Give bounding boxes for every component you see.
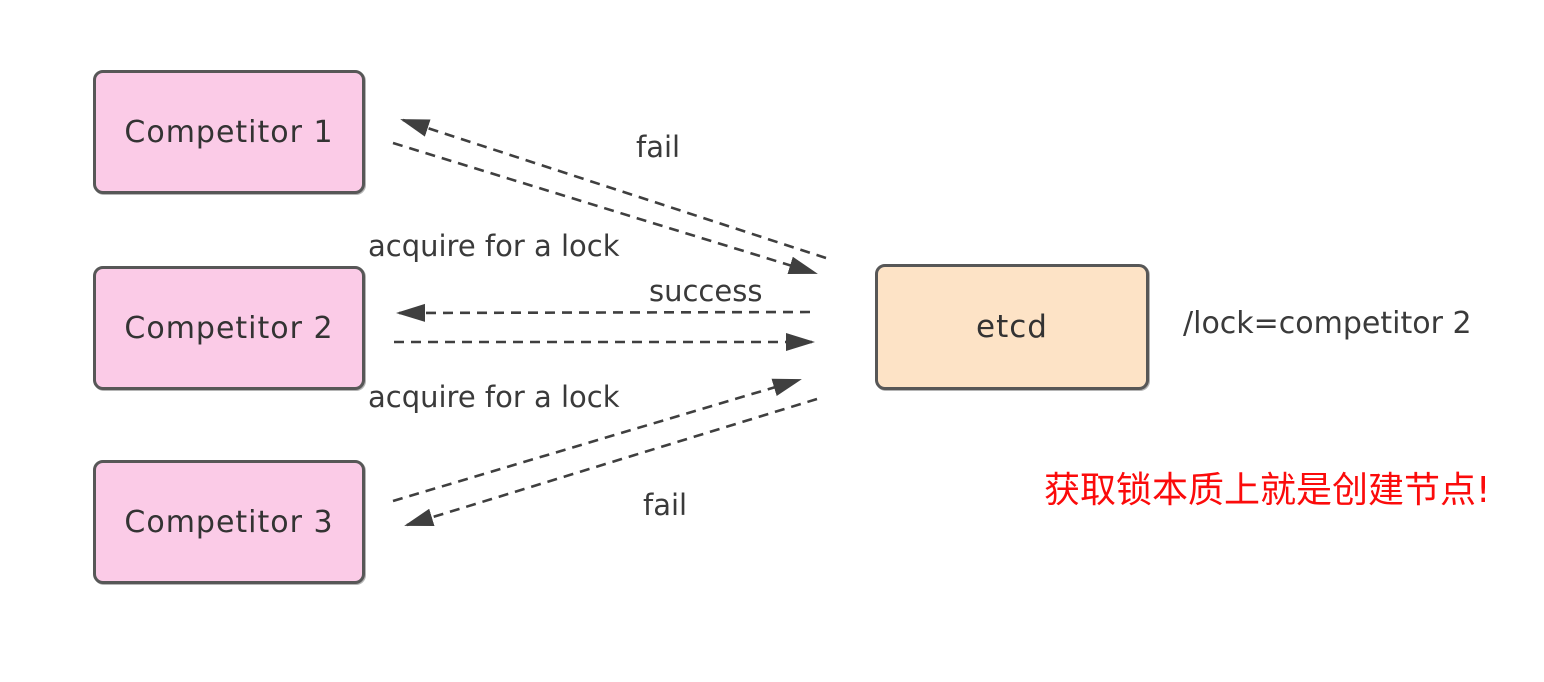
node-competitor2-label: Competitor 2 [124,310,334,346]
node-competitor2: Competitor 2 [93,266,365,390]
annotation-red-note: 获取锁本质上就是创建节点! [1044,470,1491,511]
arrow-success-to-competitor2 [396,303,811,322]
arrow-fail-to-competitor3 [404,397,818,527]
node-competitor3: Competitor 3 [93,460,365,584]
node-etcd-label: etcd [976,309,1048,345]
node-competitor1-label: Competitor 1 [124,114,334,150]
edge-label-success: success [649,274,763,308]
edge-label-acquire-top: acquire for a lock [368,229,620,263]
edge-label-fail-competitor1: fail [636,130,681,164]
edge-label-fail-competitor3: fail [643,488,688,522]
lock-value-note: /lock=competitor 2 [1183,306,1472,341]
node-competitor3-label: Competitor 3 [124,504,334,540]
node-etcd: etcd [875,264,1149,390]
node-competitor1: Competitor 1 [93,70,365,194]
edge-label-acquire-bottom: acquire for a lock [368,380,620,414]
